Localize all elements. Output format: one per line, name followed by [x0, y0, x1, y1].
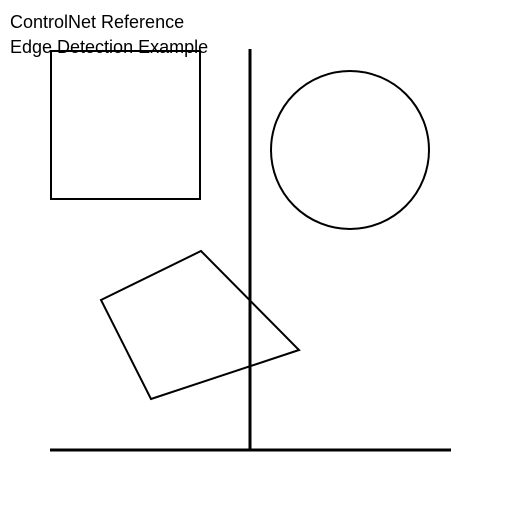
title-line-2: Edge Detection Example [10, 37, 209, 57]
circle-outline [270, 70, 430, 230]
quadrilateral-outline [99, 249, 301, 401]
square-outline [50, 50, 201, 200]
title-line-1: ControlNet Reference [10, 12, 185, 32]
title-text: ControlNet Reference Edge Detection Exam… [10, 10, 208, 60]
